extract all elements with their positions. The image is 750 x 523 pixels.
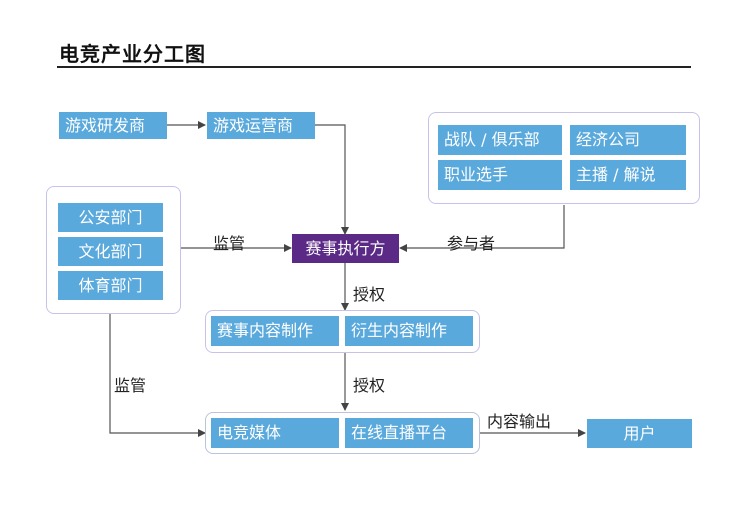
edge-ops-to-organizer <box>314 124 349 235</box>
node-game-operator: 游戏运营商 <box>207 112 315 139</box>
regulators-group <box>46 186 181 314</box>
node-esports-media: 电竞媒体 <box>211 418 339 448</box>
node-content-production: 赛事内容制作 <box>211 316 339 346</box>
node-event-organizer: 赛事执行方 <box>292 234 399 263</box>
label-participants: 参与者 <box>447 234 496 253</box>
node-police: 公安部门 <box>58 203 163 232</box>
content-production-group <box>205 310 480 353</box>
distribution-group <box>205 412 480 454</box>
node-sports: 体育部门 <box>58 271 163 300</box>
node-streamer: 主播 / 解说 <box>570 160 686 190</box>
node-derivative-production: 衍生内容制作 <box>345 316 473 346</box>
title-rule <box>57 66 691 68</box>
label-supervise-top: 监管 <box>213 234 246 253</box>
node-game-developer: 游戏研发商 <box>59 112 167 139</box>
label-authorize-2: 授权 <box>353 376 386 395</box>
node-user: 用户 <box>587 419 692 448</box>
label-authorize-1: 授权 <box>353 285 386 304</box>
edge-participants-to-organizer <box>399 205 565 252</box>
label-content-output: 内容输出 <box>487 412 552 431</box>
node-live-platform: 在线直播平台 <box>345 418 473 448</box>
node-pro-player: 职业选手 <box>438 160 562 190</box>
node-culture: 文化部门 <box>58 237 163 266</box>
node-agency: 经济公司 <box>570 125 686 155</box>
node-team-club: 战队 / 俱乐部 <box>438 125 562 155</box>
label-supervise-left: 监管 <box>114 376 147 395</box>
page-title: 电竞产业分工图 <box>59 42 206 66</box>
edge-regulators-to-media <box>109 314 206 437</box>
participants-group <box>428 112 700 204</box>
